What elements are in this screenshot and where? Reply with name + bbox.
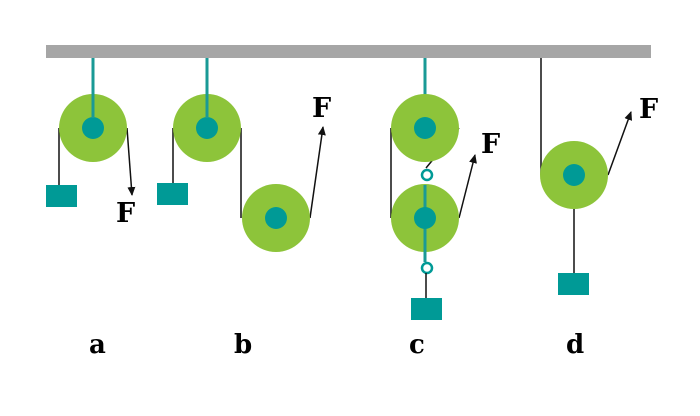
setup-c: F c [390, 58, 500, 360]
rope-a-right [126, 127, 136, 196]
ceiling-beam [46, 45, 651, 58]
rope-b-pull [309, 126, 326, 219]
setup-a: F a [46, 58, 136, 360]
hook-c-lower [420, 261, 434, 275]
pulley-c-lower-hub [414, 207, 436, 229]
case-label-b: b [234, 330, 252, 360]
pulley-b-movable-hub [265, 207, 287, 229]
force-label-d: F [639, 94, 658, 125]
setup-d: F d [540, 58, 658, 360]
force-label-c: F [481, 129, 500, 160]
pulley-d-hub [563, 164, 585, 186]
weight-c [411, 298, 442, 320]
pulley-b-fixed-hub [196, 117, 218, 139]
weight-a [46, 185, 77, 207]
hook-c-upper [420, 168, 434, 182]
pulley-a-hub [82, 117, 104, 139]
rope-d-pull [607, 111, 633, 176]
weight-b [157, 183, 188, 205]
case-label-d: d [566, 330, 584, 360]
case-label-c: c [409, 330, 425, 360]
case-label-a: a [89, 330, 106, 360]
weight-d [558, 273, 589, 295]
force-label-a: F [116, 198, 135, 229]
rope-c-pull [458, 154, 477, 219]
setup-b: F b [157, 58, 331, 360]
force-label-b: F [312, 93, 331, 124]
pulley-c-upper-hub [414, 117, 436, 139]
